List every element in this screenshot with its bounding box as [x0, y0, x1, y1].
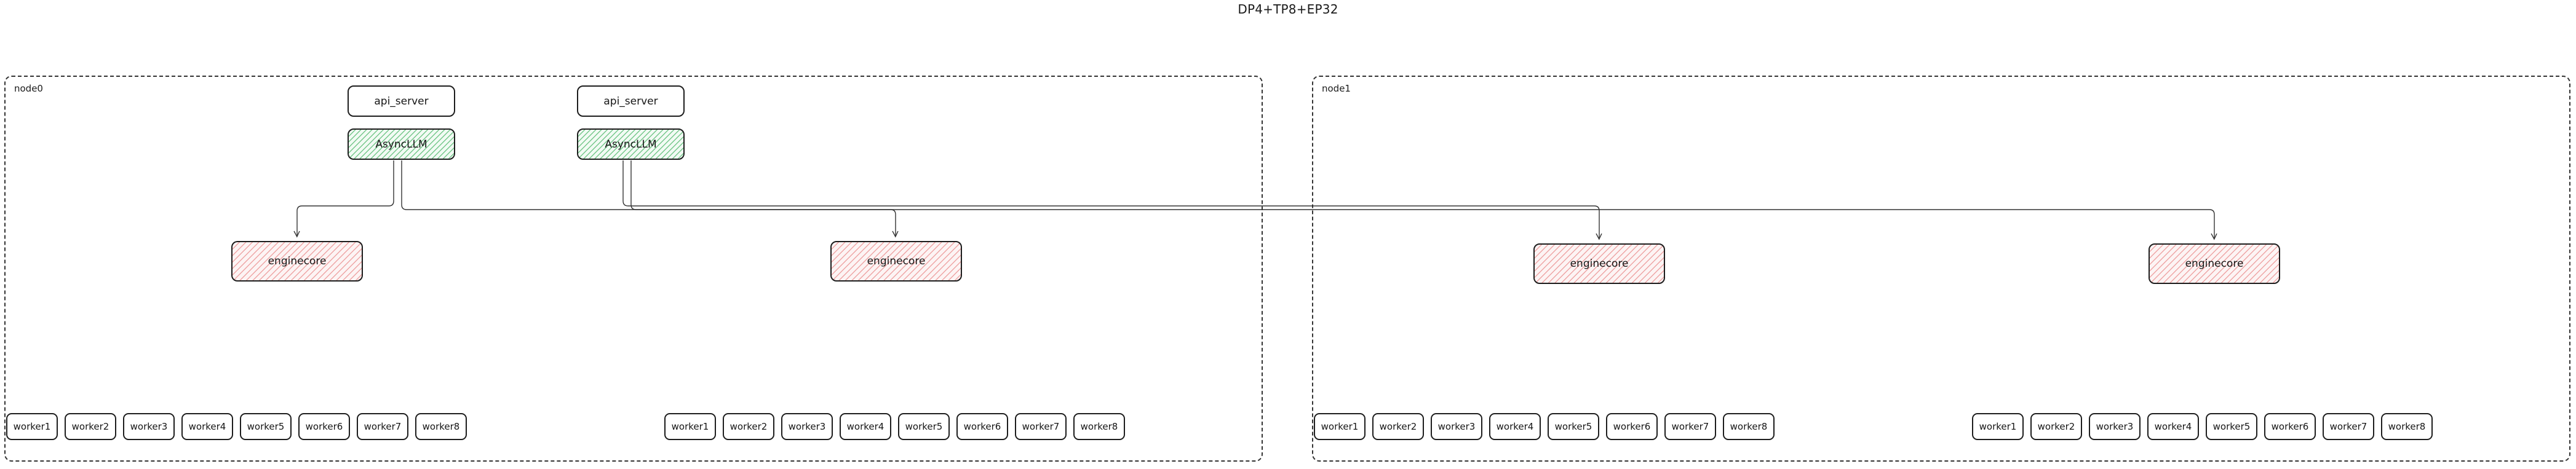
worker-box-node0-g0-5[interactable]: worker5	[240, 413, 292, 440]
worker-box-node0-g0-3[interactable]: worker3	[123, 413, 175, 440]
worker-box-node1-g1-3[interactable]: worker3	[2089, 413, 2141, 440]
worker-box-node0-g1-6[interactable]: worker6	[956, 413, 1008, 440]
worker-box-node1-g0-2[interactable]: worker2	[1372, 413, 1424, 440]
api-server-box-node0-0[interactable]: api_server	[348, 85, 455, 117]
worker-box-node1-g0-1[interactable]: worker1	[1314, 413, 1366, 440]
cluster-node0-label: node0	[14, 83, 43, 94]
cluster-node1: node1	[1312, 76, 2570, 462]
page-title: DP4+TP8+EP32	[1238, 2, 1338, 17]
worker-box-node1-g0-7[interactable]: worker7	[1664, 413, 1716, 440]
async-llm-box-node0-1[interactable]: AsyncLLM	[577, 128, 685, 160]
enginecore-box-node1-1[interactable]: enginecore	[2149, 243, 2280, 284]
worker-box-node0-g1-8[interactable]: worker8	[1073, 413, 1125, 440]
worker-box-node1-g1-8[interactable]: worker8	[2381, 413, 2433, 440]
worker-box-node0-g1-2[interactable]: worker2	[723, 413, 774, 440]
worker-box-node0-g0-8[interactable]: worker8	[415, 413, 467, 440]
worker-box-node1-g0-8[interactable]: worker8	[1723, 413, 1775, 440]
worker-box-node1-g1-1[interactable]: worker1	[1972, 413, 2024, 440]
worker-box-node0-g1-3[interactable]: worker3	[781, 413, 833, 440]
cluster-node1-label: node1	[1322, 83, 1351, 94]
worker-box-node0-g1-4[interactable]: worker4	[840, 413, 891, 440]
enginecore-box-node0-1[interactable]: enginecore	[830, 241, 962, 282]
enginecore-box-node0-0[interactable]: enginecore	[231, 241, 363, 282]
worker-box-node1-g0-5[interactable]: worker5	[1548, 413, 1599, 440]
worker-box-node1-g0-3[interactable]: worker3	[1431, 413, 1482, 440]
api-server-box-node0-1[interactable]: api_server	[577, 85, 685, 117]
worker-box-node0-g0-7[interactable]: worker7	[357, 413, 408, 440]
worker-box-node0-g0-4[interactable]: worker4	[181, 413, 233, 440]
worker-box-node1-g1-5[interactable]: worker5	[2206, 413, 2257, 440]
worker-box-node1-g1-7[interactable]: worker7	[2323, 413, 2374, 440]
worker-box-node1-g0-4[interactable]: worker4	[1489, 413, 1541, 440]
worker-box-node0-g1-5[interactable]: worker5	[898, 413, 950, 440]
worker-box-node1-g1-2[interactable]: worker2	[2030, 413, 2082, 440]
worker-box-node0-g1-7[interactable]: worker7	[1015, 413, 1067, 440]
async-llm-box-node0-0[interactable]: AsyncLLM	[348, 128, 455, 160]
worker-box-node0-g0-2[interactable]: worker2	[65, 413, 116, 440]
worker-box-node1-g0-6[interactable]: worker6	[1606, 413, 1658, 440]
worker-box-node0-g0-1[interactable]: worker1	[6, 413, 58, 440]
worker-box-node0-g1-1[interactable]: worker1	[664, 413, 716, 440]
worker-box-node0-g0-6[interactable]: worker6	[298, 413, 350, 440]
cluster-node0: node0	[4, 76, 1263, 462]
enginecore-box-node1-0[interactable]: enginecore	[1533, 243, 1665, 284]
worker-box-node1-g1-6[interactable]: worker6	[2264, 413, 2316, 440]
worker-box-node1-g1-4[interactable]: worker4	[2147, 413, 2199, 440]
